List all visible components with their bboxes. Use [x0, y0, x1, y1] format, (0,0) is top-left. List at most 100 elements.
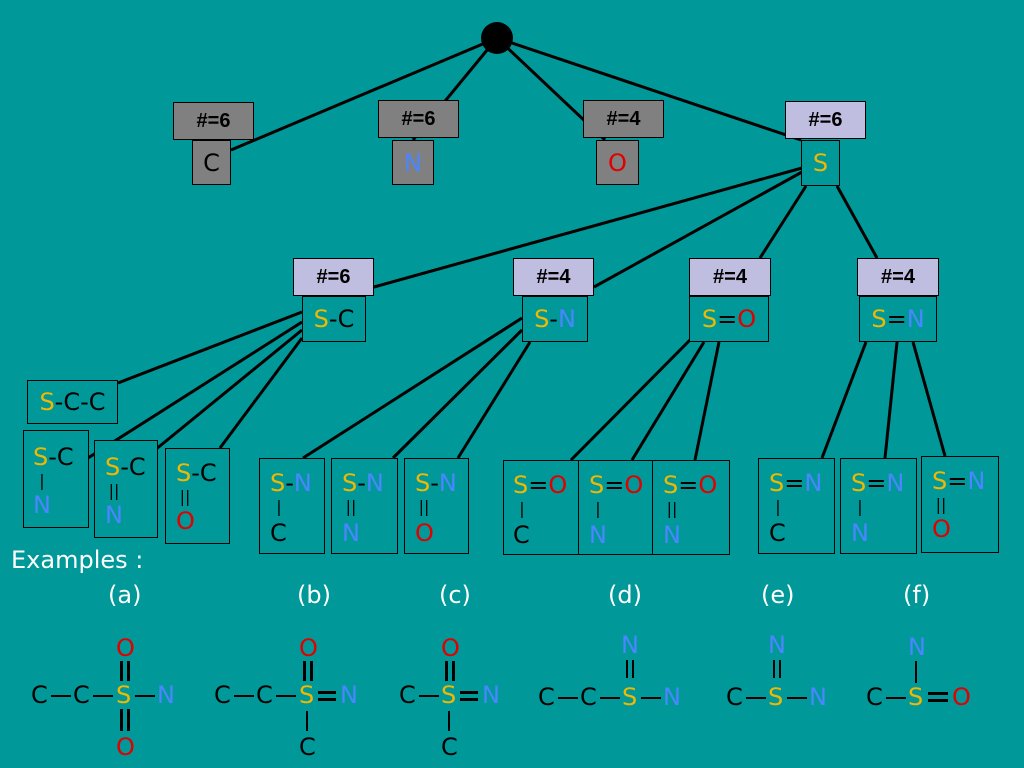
node-sc-do: S-C || O — [165, 448, 230, 544]
atom-n: N — [967, 467, 986, 495]
single-bond — [448, 711, 450, 731]
vertical-bond: | — [775, 497, 781, 516]
bond-op: - — [549, 305, 558, 333]
node-sc-n: S-C | N — [23, 430, 89, 528]
bond-op: = — [604, 471, 625, 499]
bond-op: - — [120, 453, 129, 481]
atom-c: C — [128, 453, 146, 481]
atom-c: C — [580, 683, 597, 711]
atom-s: S — [415, 469, 431, 497]
edge-so-2 — [630, 341, 706, 461]
node-so-dn: S=O || N — [652, 460, 730, 555]
atom-o: O — [176, 507, 195, 535]
example-label-a: (a) — [108, 581, 142, 609]
single-bond — [641, 697, 661, 699]
double-bond — [452, 661, 455, 681]
bond-op: = — [528, 471, 549, 499]
atom-s: S — [33, 443, 49, 471]
bond-op: - — [191, 459, 200, 487]
double-bond — [928, 699, 948, 702]
bond-op: - — [80, 388, 89, 416]
example-label-f: (f) — [903, 581, 931, 609]
count-box-sc: #=6 — [293, 258, 374, 296]
double-bond — [460, 691, 478, 694]
edge-sc-2 — [154, 328, 303, 452]
double-bond — [318, 691, 336, 694]
vertical-bond: | — [595, 499, 601, 518]
example-label-c: (c) — [439, 581, 471, 609]
atom-n: N — [809, 683, 827, 711]
atom-s: S — [39, 388, 55, 416]
bond-op: = — [866, 469, 887, 497]
edge-sc-scc — [117, 310, 303, 385]
single-bond — [746, 697, 766, 699]
atom-n: N — [804, 469, 823, 497]
atom-n: N — [557, 305, 576, 333]
node-s-n-double: S=N — [859, 296, 937, 342]
atom-o: O — [737, 305, 757, 333]
node-sn-c: S-N | C — [259, 458, 325, 554]
node-sdn-do: S=N || O — [921, 456, 999, 553]
atom-s: S — [313, 305, 329, 333]
vertical-bond: || — [179, 487, 191, 506]
edge-sdn-3 — [911, 341, 947, 457]
atom-o: O — [698, 471, 718, 499]
bond-op: - — [328, 305, 338, 333]
atom-s: S — [932, 467, 948, 495]
element-box-s: S — [801, 140, 840, 186]
node-s-o-double: S=O — [689, 296, 769, 342]
single-bond — [93, 695, 113, 697]
atom-s: S — [513, 471, 529, 499]
edge-sc-1 — [87, 320, 303, 460]
atom-c: C — [31, 681, 48, 709]
bond-op: = — [678, 471, 699, 499]
double-bond — [120, 661, 123, 681]
count-box-sn: #=4 — [513, 258, 594, 296]
bond-op: - — [285, 469, 294, 497]
atom-n: N — [621, 631, 639, 659]
single-bond — [135, 695, 155, 697]
single-bond — [306, 711, 308, 731]
vertical-bond: || — [345, 497, 357, 516]
single-bond — [600, 697, 620, 699]
double-bond — [632, 660, 634, 678]
node-so-c: S=O | C — [503, 460, 581, 555]
atom-s: S — [105, 453, 121, 481]
edge-so-1 — [569, 338, 692, 462]
root-node — [481, 22, 513, 54]
atom-s: S — [176, 459, 192, 487]
single-bond — [276, 695, 296, 697]
atom-s: S — [769, 469, 785, 497]
vertical-bond: || — [418, 497, 430, 516]
single-bond — [886, 697, 906, 699]
edge-so-3 — [693, 341, 721, 461]
double-bond — [318, 698, 336, 701]
atom-n: N — [438, 469, 457, 497]
atom-s: S — [299, 681, 315, 709]
bond-op: = — [947, 467, 968, 495]
single-bond — [915, 661, 917, 683]
edge-s-sdn — [835, 185, 879, 259]
atom-s: S — [534, 305, 550, 333]
double-bond — [626, 660, 628, 678]
edge-root-s — [496, 36, 802, 142]
atom-c: C — [56, 443, 74, 471]
atom-s: S — [441, 681, 457, 709]
atom-n: N — [663, 521, 681, 549]
atom-n: N — [886, 469, 905, 497]
atom-n: N — [105, 501, 123, 529]
bond-op: = — [717, 305, 738, 333]
atom-c: C — [199, 459, 217, 487]
atom-s: S — [701, 305, 718, 333]
atom-n: N — [851, 519, 869, 547]
node-s-c-c: S-C-C — [27, 380, 118, 424]
node-sc-dn: S-C || N — [94, 440, 158, 538]
single-bond — [234, 695, 254, 697]
atom-n: N — [768, 631, 786, 659]
vertical-bond: | — [276, 497, 282, 516]
count-box-sdn: #=4 — [857, 258, 939, 296]
count-box-so: #=4 — [689, 258, 771, 296]
vertical-bond: | — [39, 471, 45, 490]
atom-c: C — [513, 521, 530, 549]
atom-s: S — [622, 683, 638, 711]
